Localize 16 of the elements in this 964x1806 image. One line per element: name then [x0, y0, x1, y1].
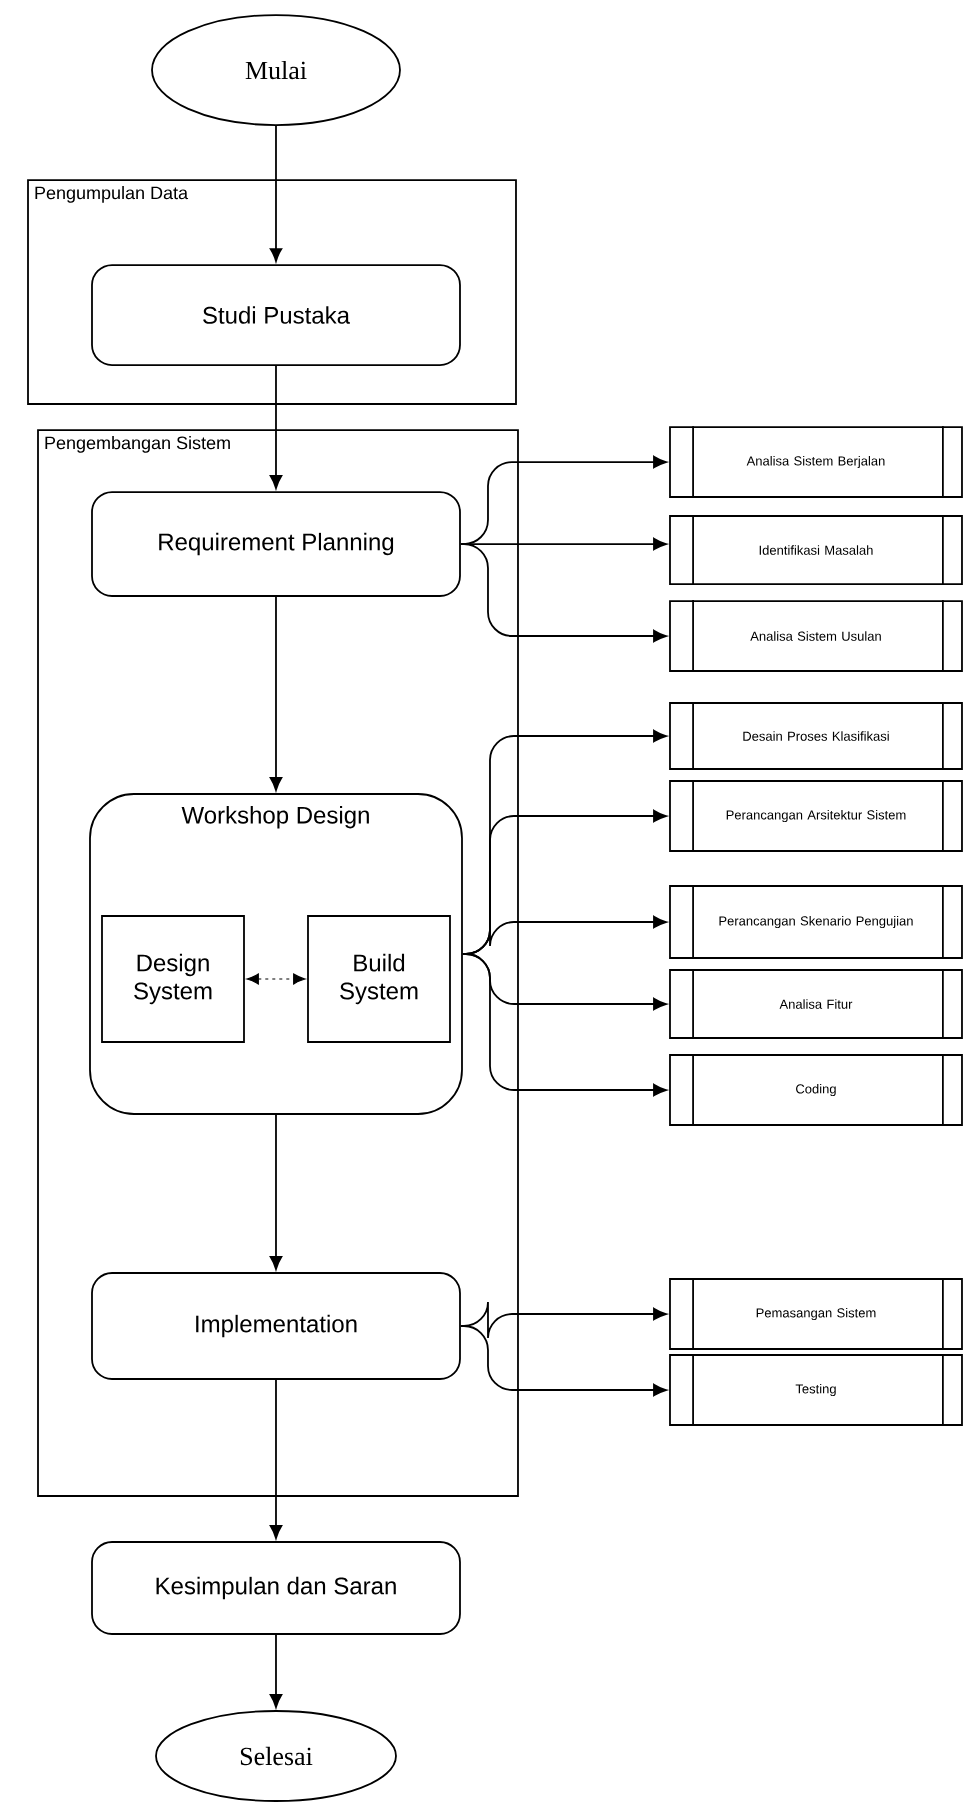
process-box: Studi Pustaka — [91, 264, 461, 366]
arrow — [269, 365, 283, 489]
arrow — [269, 1114, 283, 1270]
arrow — [462, 953, 667, 1097]
arrow — [460, 543, 667, 643]
arrow — [269, 596, 283, 791]
process-box: Design System — [101, 915, 245, 1043]
process-box: Requirement Planning — [91, 491, 461, 597]
arrow — [460, 1325, 667, 1397]
process-box: Implementation — [91, 1272, 461, 1380]
arrow — [246, 973, 306, 985]
arrow — [269, 1634, 283, 1708]
process-box: Kesimpulan dan Saran — [91, 1541, 461, 1635]
arrow — [269, 1379, 283, 1539]
arrow — [269, 125, 283, 262]
process-box: Build System — [307, 915, 451, 1043]
